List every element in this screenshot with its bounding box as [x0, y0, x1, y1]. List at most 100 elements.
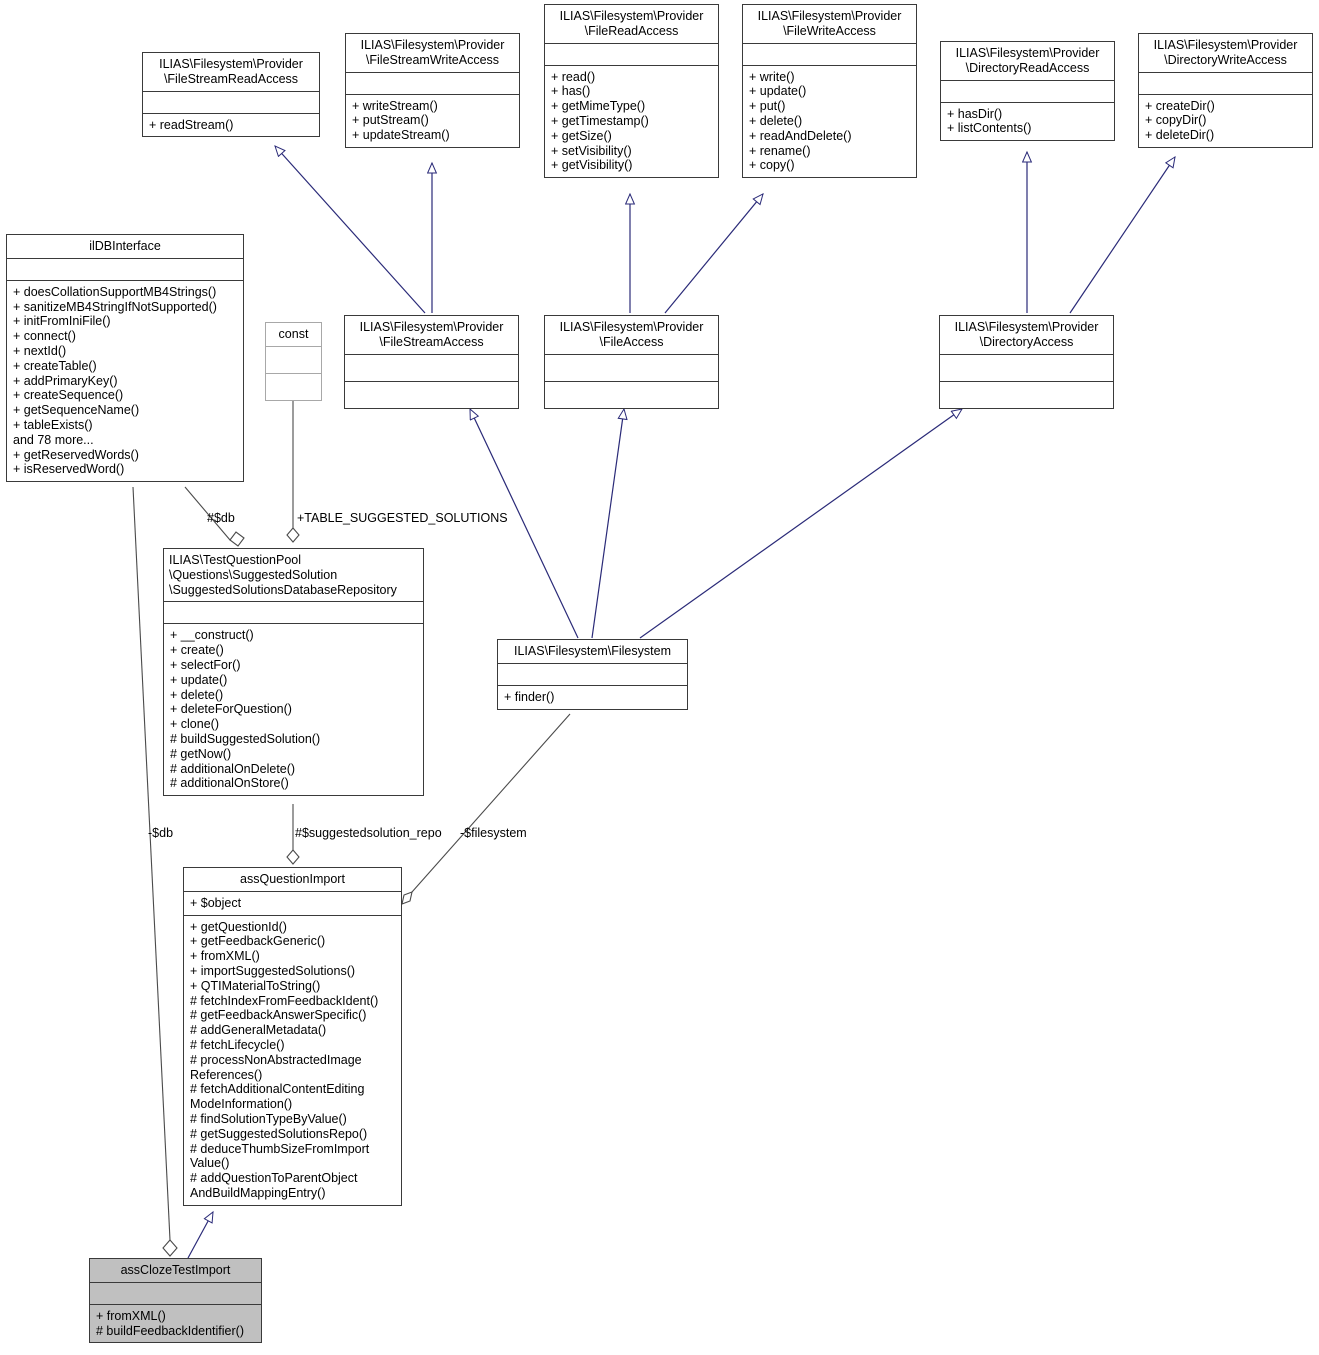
class-title: ILIAS\TestQuestionPool \Questions\Sugges… [169, 553, 397, 597]
class-attributes [346, 73, 519, 94]
class-divider [743, 42, 916, 44]
class-divider [7, 257, 243, 259]
edge-assclozetestimport-to-assquestionimport [187, 1212, 213, 1259]
class-divider [90, 1281, 261, 1283]
class-operations [940, 382, 1113, 408]
class-operations: + finder() [504, 689, 555, 704]
class-title: assClozeTestImport [120, 1263, 231, 1277]
class-divider [7, 279, 243, 281]
class-title: ILIAS\Filesystem\Provider \DirectoryRead… [955, 46, 1100, 75]
class-divider [266, 345, 321, 347]
class-box-suggested-solutions-database-repository[interactable]: ILIAS\TestQuestionPool \Questions\Sugges… [163, 548, 424, 797]
class-divider [164, 601, 423, 603]
class-attributes [743, 44, 916, 65]
class-box-file-stream-read-access[interactable]: ILIAS\Filesystem\Provider \FileStreamRea… [142, 52, 320, 138]
edge-filestreamaccess-to-filestreamreadaccess [275, 146, 426, 314]
class-operations [266, 374, 321, 400]
class-operations: + createDir() + copyDir() + deleteDir() [1145, 98, 1215, 143]
aggregation-diamond-repo-import [286, 849, 300, 865]
class-box-file-stream-write-access[interactable]: ILIAS\Filesystem\Provider \FileStreamWri… [345, 33, 520, 148]
class-divider [164, 623, 423, 625]
class-attributes [7, 259, 243, 280]
class-attributes [90, 1283, 261, 1304]
class-title: ILIAS\Filesystem\Provider \FileStreamWri… [360, 38, 505, 67]
class-attributes [143, 92, 319, 113]
class-divider [743, 64, 916, 66]
class-divider [143, 112, 319, 114]
class-attributes [940, 355, 1113, 381]
class-box-directory-write-access[interactable]: ILIAS\Filesystem\Provider \DirectoryWrit… [1138, 33, 1313, 148]
class-title: ILIAS\Filesystem\Provider \DirectoryWrit… [1153, 38, 1298, 67]
class-divider [940, 353, 1113, 355]
class-attributes [545, 44, 718, 65]
class-divider [184, 890, 401, 892]
edge-label-suggestedsolution-repo: #$suggestedsolution_repo [295, 826, 442, 840]
edge-filesystem-to-fileaccess [591, 409, 624, 639]
class-divider [1139, 71, 1312, 73]
class-attributes [345, 355, 518, 381]
class-operations [345, 382, 518, 408]
class-operations: + doesCollationSupportMB4Strings() + san… [13, 284, 217, 477]
class-divider [346, 71, 519, 73]
class-attributes [498, 664, 687, 685]
class-attributes [1139, 73, 1312, 94]
class-operations [545, 382, 718, 408]
class-operations: + readStream() [149, 117, 234, 132]
class-divider [346, 93, 519, 95]
edge-directoryaccess-to-directorywriteaccess [1069, 157, 1175, 314]
class-box-file-read-access[interactable]: ILIAS\Filesystem\Provider \FileReadAcces… [544, 4, 719, 179]
class-title: ILIAS\Filesystem\Provider \DirectoryAcce… [954, 320, 1099, 349]
class-divider [1139, 93, 1312, 95]
edge-filesystem-to-directoryaccess [639, 409, 962, 639]
class-box-directory-access[interactable]: ILIAS\Filesystem\Provider \DirectoryAcce… [939, 315, 1114, 409]
class-divider [545, 380, 718, 382]
edge-label-table-suggested-solutions: +TABLE_SUGGESTED_SOLUTIONS [297, 511, 508, 525]
class-divider [345, 353, 518, 355]
class-box-directory-read-access[interactable]: ILIAS\Filesystem\Provider \DirectoryRead… [940, 41, 1115, 142]
class-box-filesystem[interactable]: ILIAS\Filesystem\Filesystem + finder() [497, 639, 688, 710]
class-title: const [278, 327, 309, 341]
class-divider [545, 64, 718, 66]
class-divider [498, 684, 687, 686]
class-box-ass-question-import[interactable]: assQuestionImport + $object + getQuestio… [183, 867, 402, 1206]
class-divider [940, 380, 1113, 382]
class-attributes [941, 81, 1114, 102]
class-title: ILIAS\Filesystem\Provider \FileStreamRea… [159, 57, 303, 86]
class-box-ass-cloze-test-import[interactable]: assClozeTestImport + fromXML() # buildFe… [89, 1258, 262, 1344]
class-operations: + hasDir() + listContents() [947, 106, 1032, 136]
class-divider [545, 353, 718, 355]
aggregation-diamond-db-cloze [162, 1239, 178, 1257]
class-title: ILIAS\Filesystem\Provider \FileWriteAcce… [757, 9, 902, 38]
class-operations: + fromXML() # buildFeedbackIdentifier() [96, 1308, 244, 1338]
class-attributes: + $object [190, 895, 242, 910]
class-title: ILIAS\Filesystem\Provider \FileReadAcces… [559, 9, 704, 38]
class-operations: + writeStream() + putStream() + updateSt… [352, 98, 450, 143]
class-attributes [164, 602, 423, 623]
class-operations: + getQuestionId() + getFeedbackGeneric()… [190, 919, 379, 1200]
edge-label-db-protected: #$db [207, 511, 235, 525]
class-attributes [266, 347, 321, 373]
class-divider [498, 662, 687, 664]
class-attributes [545, 355, 718, 381]
edge-fileaccess-to-filewriteaccess [664, 194, 763, 314]
class-box-file-access[interactable]: ILIAS\Filesystem\Provider \FileAccess [544, 315, 719, 409]
class-operations: + write() + update() + put() + delete() … [749, 69, 852, 173]
class-title: assQuestionImport [240, 872, 345, 886]
aggregation-diamond-db-repo [229, 531, 245, 547]
class-box-ildbinterface[interactable]: ilDBInterface + doesCollationSupportMB4S… [6, 234, 244, 483]
class-title: ilDBInterface [89, 239, 161, 253]
class-box-file-write-access[interactable]: ILIAS\Filesystem\Provider \FileWriteAcce… [742, 4, 917, 179]
class-divider [941, 101, 1114, 103]
class-box-file-stream-access[interactable]: ILIAS\Filesystem\Provider \FileStreamAcc… [344, 315, 519, 409]
class-divider [941, 79, 1114, 81]
class-divider [545, 42, 718, 44]
class-title: ILIAS\Filesystem\Provider \FileStreamAcc… [359, 320, 504, 349]
edge-label-filesystem-private: -$filesystem [460, 826, 527, 840]
class-title: ILIAS\Filesystem\Provider \FileAccess [559, 320, 704, 349]
class-divider [90, 1303, 261, 1305]
class-divider [143, 90, 319, 92]
class-divider [345, 380, 518, 382]
aggregation-diamond-filesystem-import [401, 891, 413, 905]
class-box-const[interactable]: const [265, 322, 322, 401]
